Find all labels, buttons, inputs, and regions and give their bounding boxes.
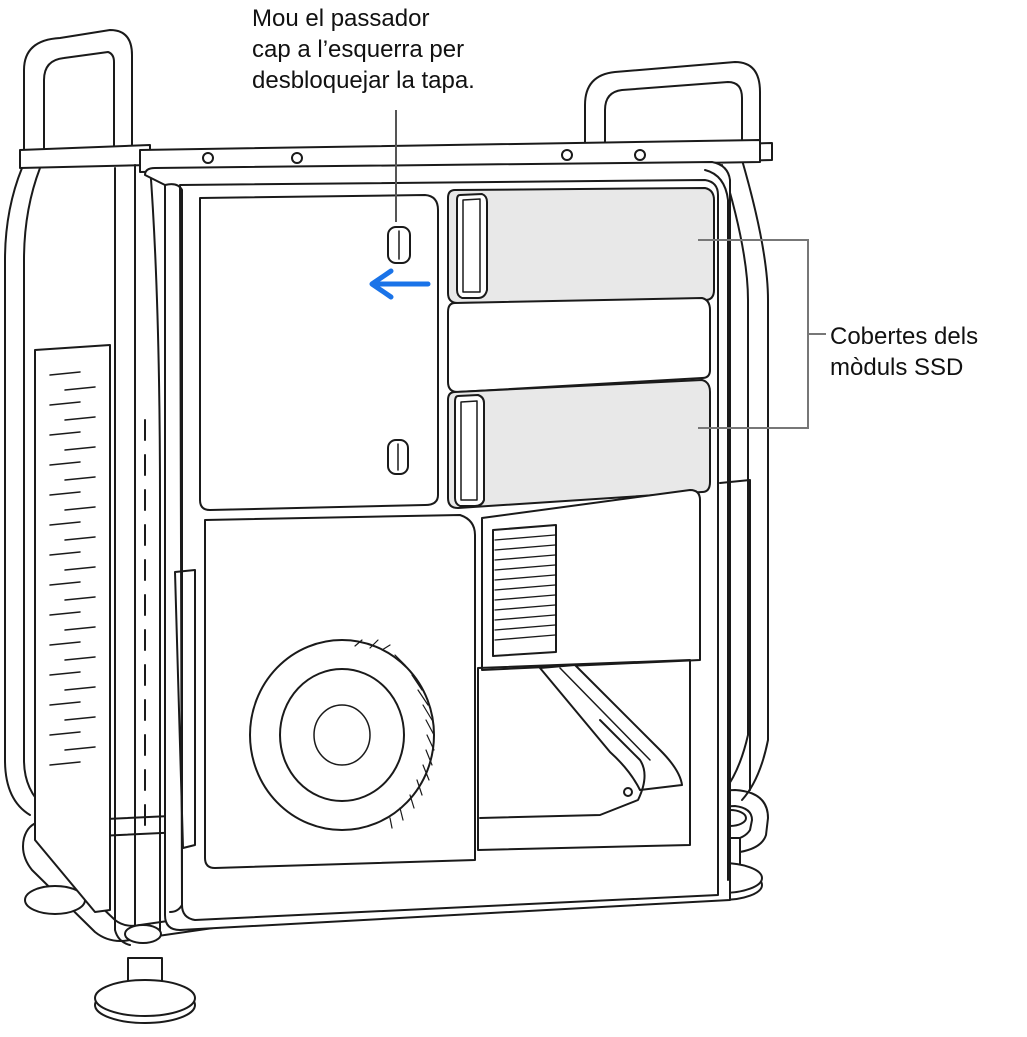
foot-front-left — [94, 957, 196, 1024]
latch-callout-line-2: cap a l’esquerra per — [252, 36, 465, 63]
handle-left — [4, 29, 162, 946]
ssd-callout-line-1: Cobertes dels — [830, 323, 979, 350]
rear-vent — [492, 524, 557, 657]
ssd-cover-top[interactable] — [447, 187, 715, 304]
fan — [249, 639, 435, 831]
ssd-callout: Cobertes dels mòduls SSD — [830, 321, 978, 383]
side-vent-panel — [34, 344, 146, 913]
ssd-cover-middle — [447, 297, 711, 393]
latch-callout-line-1: Mou el passador — [252, 5, 430, 32]
support-bracket — [479, 664, 683, 819]
right-edge — [704, 169, 751, 881]
latch-callout-line-3: desbloquejar la tapa. — [252, 67, 475, 94]
arrow-left-icon — [369, 268, 431, 300]
ssd-leader-bracket — [698, 239, 826, 429]
latch-callout: Mou el passador cap a l’esquerra per des… — [252, 3, 475, 96]
ssd-callout-line-2: mòduls SSD — [830, 354, 964, 381]
top-cover-panel — [199, 194, 439, 511]
latch-bottom — [387, 439, 409, 475]
ssd-cover-bottom[interactable] — [447, 379, 711, 509]
latch-top[interactable] — [387, 226, 411, 264]
